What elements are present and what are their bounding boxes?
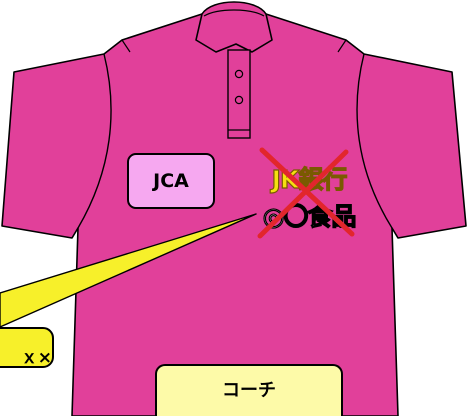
jca-badge: JCA bbox=[127, 153, 215, 209]
shirt-body bbox=[1, 13, 467, 416]
sponsor-line-2: ◎〇食品 bbox=[262, 201, 357, 231]
sponsor-line-1: JK銀行 bbox=[271, 164, 348, 194]
left-shoulder-seam bbox=[121, 39, 131, 53]
right-sleeve-seam bbox=[356, 53, 393, 229]
coach-label-text: コーチ bbox=[222, 380, 276, 401]
callout-pointer bbox=[0, 213, 257, 328]
jca-badge-text: JCA bbox=[153, 170, 189, 192]
callout-tag bbox=[0, 327, 54, 368]
collar bbox=[195, 1, 273, 53]
button-bottom bbox=[234, 95, 244, 105]
right-shoulder-seam bbox=[337, 39, 347, 53]
callout-text: ｘ× bbox=[20, 348, 52, 368]
left-sleeve-seam bbox=[77, 53, 112, 229]
coach-label: コーチ bbox=[155, 364, 343, 416]
collar-inner bbox=[203, 9, 265, 17]
button-top bbox=[234, 69, 244, 79]
placket bbox=[227, 49, 251, 139]
